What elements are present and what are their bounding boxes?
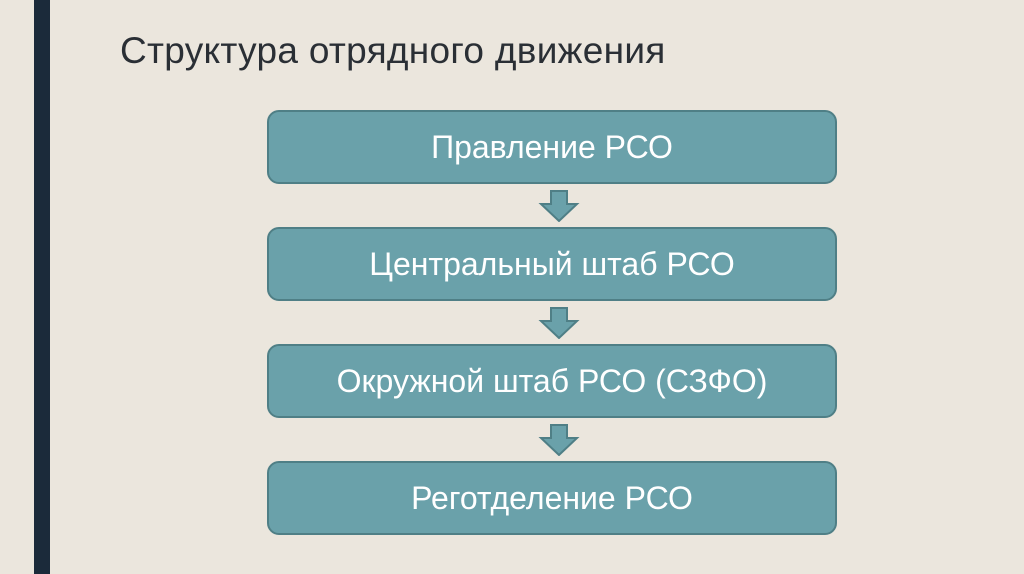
box-board: Правление РСО xyxy=(267,110,837,184)
accent-bar xyxy=(34,0,50,574)
box-central-hq: Центральный штаб РСО xyxy=(267,227,837,301)
arrow-down-icon xyxy=(538,424,580,456)
slide-title: Структура отрядного движения xyxy=(120,30,666,71)
arrow-down-icon xyxy=(538,307,580,339)
arrow-down-icon xyxy=(538,190,580,222)
box-district-hq: Окружной штаб РСО (СЗФО) xyxy=(267,344,837,418)
box-regional-branch: Реготделение РСО xyxy=(267,461,837,535)
